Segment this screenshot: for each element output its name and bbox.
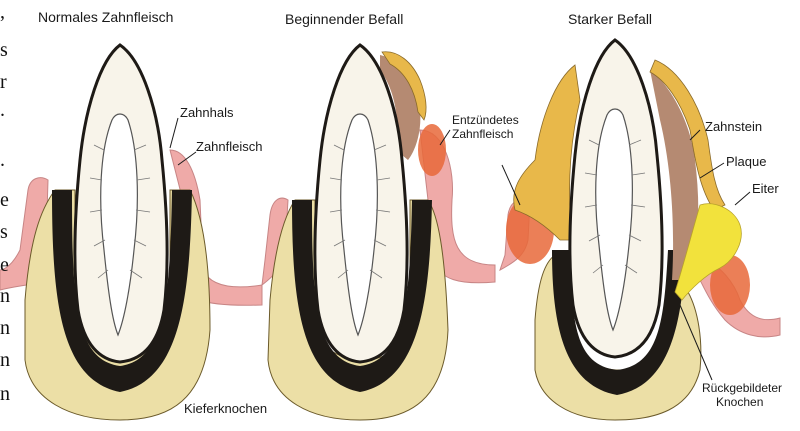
label-zahnfleisch: Zahnfleisch bbox=[196, 140, 262, 154]
label-plaque: Plaque bbox=[726, 155, 766, 169]
panel-title-severe: Starker Befall bbox=[568, 12, 652, 27]
panel-title-normal: Normales Zahnfleisch bbox=[38, 10, 173, 25]
label-kieferknochen: Kieferknochen bbox=[184, 402, 267, 416]
edge-char: , bbox=[0, 2, 5, 22]
edge-char: n bbox=[0, 286, 10, 306]
edge-char: s bbox=[0, 222, 8, 242]
label-zahnstein: Zahnstein bbox=[705, 120, 762, 134]
label-zahnhals: Zahnhals bbox=[180, 106, 233, 120]
edge-char: n bbox=[0, 318, 10, 338]
edge-char: r bbox=[0, 72, 7, 92]
panel-title-beginning: Beginnender Befall bbox=[285, 12, 403, 27]
edge-char: n bbox=[0, 384, 10, 404]
edge-char: . bbox=[0, 150, 5, 170]
inflamed-gum-beginning bbox=[418, 124, 446, 176]
label-zahnfleisch-inflamed: Zahnfleisch bbox=[452, 128, 513, 141]
edge-char: . bbox=[0, 100, 5, 120]
label-eiter: Eiter bbox=[752, 182, 779, 196]
edge-char: n bbox=[0, 350, 10, 370]
edge-char: e bbox=[0, 190, 9, 210]
label-knochen: Knochen bbox=[716, 396, 763, 409]
edge-char: s bbox=[0, 40, 8, 60]
label-rueckgebildeter: Rückgebildeter bbox=[702, 382, 782, 395]
edge-char: e bbox=[0, 255, 9, 275]
label-entzuendetes: Entzündetes bbox=[452, 114, 519, 127]
